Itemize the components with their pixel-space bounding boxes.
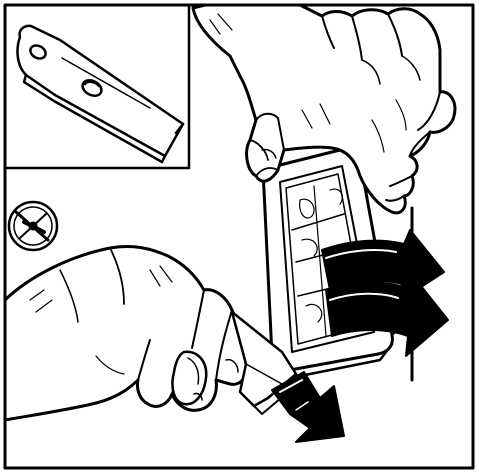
round-fitting [9,202,57,250]
